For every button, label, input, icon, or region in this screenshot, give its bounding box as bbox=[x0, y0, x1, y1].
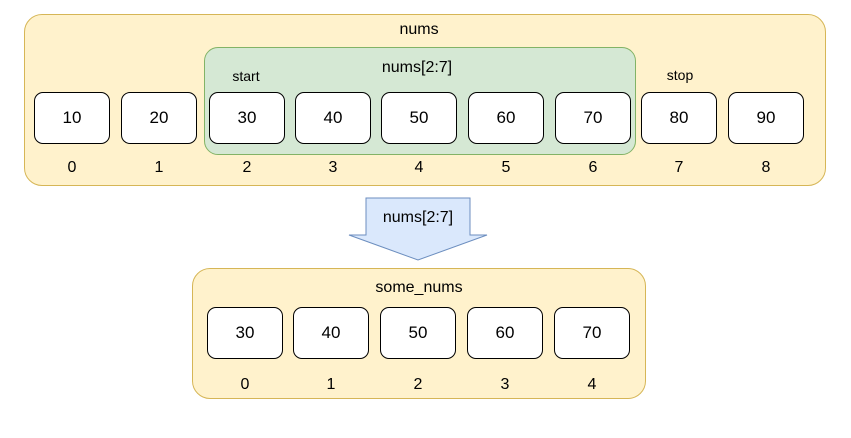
some-nums-index: 4 bbox=[587, 376, 597, 393]
start-label: start bbox=[232, 68, 260, 84]
arrow-label: nums[2:7] bbox=[382, 209, 454, 226]
some-nums-cell: 70 bbox=[554, 307, 630, 359]
some-nums-title: some_nums bbox=[375, 279, 463, 296]
nums-index: 8 bbox=[761, 159, 771, 176]
some-nums-cell: 60 bbox=[467, 307, 543, 359]
nums-cell: 40 bbox=[295, 92, 371, 144]
some-nums-index: 3 bbox=[500, 376, 510, 393]
nums-cell: 50 bbox=[381, 92, 457, 144]
nums-cell: 20 bbox=[121, 92, 197, 144]
nums-title: nums bbox=[399, 21, 439, 38]
nums-cell: 70 bbox=[555, 92, 631, 144]
some-nums-index: 0 bbox=[240, 376, 250, 393]
nums-cell: 30 bbox=[209, 92, 285, 144]
nums-index: 4 bbox=[414, 159, 424, 176]
some-nums-cell: 50 bbox=[380, 307, 456, 359]
nums-index: 6 bbox=[588, 159, 598, 176]
some-nums-cell: 30 bbox=[207, 307, 283, 359]
nums-cell: 60 bbox=[468, 92, 544, 144]
stop-label: stop bbox=[666, 67, 694, 83]
nums-index: 5 bbox=[501, 159, 511, 176]
nums-cell: 90 bbox=[728, 92, 804, 144]
slice-label: nums[2:7] bbox=[381, 59, 453, 76]
nums-cell: 10 bbox=[34, 92, 110, 144]
nums-index: 1 bbox=[154, 159, 164, 176]
nums-index: 2 bbox=[242, 159, 252, 176]
nums-index: 3 bbox=[328, 159, 338, 176]
nums-index: 0 bbox=[67, 159, 77, 176]
nums-index: 7 bbox=[674, 159, 684, 176]
some-nums-index: 2 bbox=[413, 376, 423, 393]
some-nums-cell: 40 bbox=[293, 307, 369, 359]
some-nums-index: 1 bbox=[326, 376, 336, 393]
nums-cell: 80 bbox=[641, 92, 717, 144]
